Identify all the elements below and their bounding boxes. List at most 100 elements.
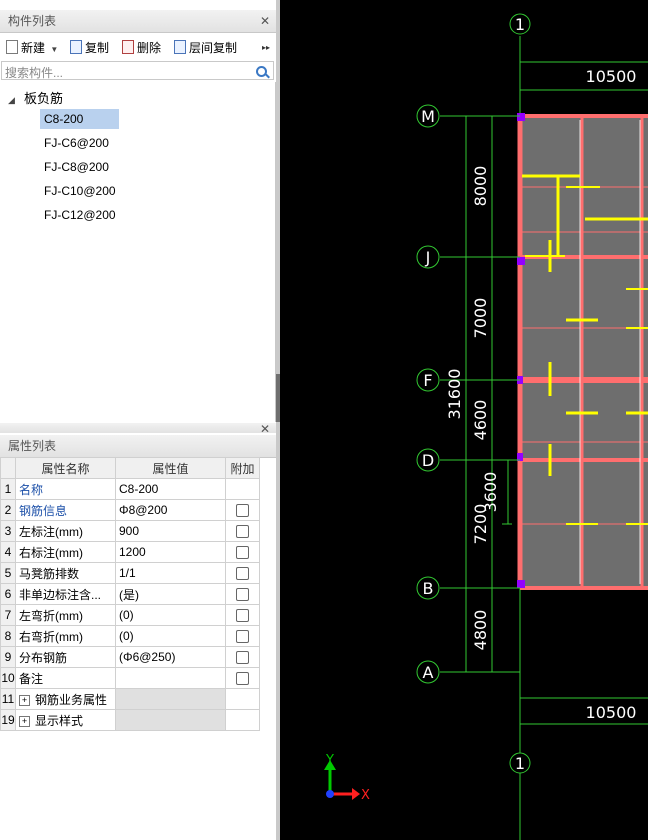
dimension-label: 3600 — [481, 472, 500, 513]
axis-label: 1 — [515, 15, 525, 34]
column-marker[interactable] — [517, 257, 525, 265]
axis-bubble[interactable] — [416, 576, 440, 600]
property-value[interactable]: Φ8@200 — [115, 499, 226, 521]
table-row[interactable]: 3 左标注(mm) 900 — [0, 520, 260, 542]
property-value[interactable]: (是) — [115, 583, 226, 605]
expand-plus-icon[interactable]: + — [19, 694, 30, 706]
extra-checkbox[interactable] — [236, 504, 249, 518]
table-row[interactable]: 6 非单边标注含... (是) — [0, 583, 260, 605]
splitter-grip[interactable] — [276, 374, 280, 422]
table-row[interactable]: 11 +钢筋业务属性 — [0, 688, 260, 710]
extra-checkbox[interactable] — [236, 651, 249, 665]
table-row[interactable]: 9 分布钢筋 (Φ6@250) — [0, 646, 260, 668]
ucs-y-label: Y — [325, 753, 334, 768]
floor-copy-icon — [174, 40, 186, 54]
table-row[interactable]: 4 右标注(mm) 1200 — [0, 541, 260, 563]
table-row[interactable]: 10 备注 — [0, 667, 260, 689]
column-marker[interactable] — [517, 580, 525, 588]
rebar-marks — [522, 174, 648, 525]
extra-checkbox[interactable] — [236, 525, 249, 539]
extra-checkbox[interactable] — [236, 588, 249, 602]
column-header: 属性名称 — [15, 457, 116, 479]
grid-header-row: 属性名称 属性值 附加 — [0, 457, 260, 479]
tree-item[interactable]: FJ-C8@200 — [44, 160, 109, 174]
axis-label: A — [423, 663, 434, 682]
column-marker[interactable] — [517, 453, 523, 461]
property-value[interactable]: (0) — [115, 604, 226, 626]
axis-bubble[interactable] — [416, 368, 440, 392]
axis-label: B — [423, 579, 434, 598]
dimension-label: 31600 — [445, 369, 464, 420]
ucs-y-arrow — [324, 760, 336, 770]
new-label: 新建 — [21, 41, 46, 55]
extra-cell — [225, 478, 260, 500]
extra-checkbox[interactable] — [236, 567, 249, 581]
property-value[interactable]: (Φ6@250) — [115, 646, 226, 668]
axis-bubble[interactable] — [416, 104, 440, 128]
property-list-title: 属性列表 — [8, 439, 57, 453]
axis-bubble[interactable] — [509, 752, 531, 774]
extra-checkbox[interactable] — [236, 546, 249, 560]
property-value[interactable]: C8-200 — [115, 478, 226, 500]
tree-item-selected[interactable]: C8-200 — [40, 109, 119, 129]
extra-cell — [225, 583, 260, 605]
row-number: 7 — [0, 604, 16, 626]
toolbar-overflow-icon[interactable]: ▸▸ — [262, 43, 271, 52]
property-value[interactable]: (0) — [115, 625, 226, 647]
floor-copy-label: 层间复制 — [189, 41, 238, 55]
property-value — [115, 688, 226, 710]
search-placeholder: 搜索构件... — [5, 66, 64, 80]
row-number: 3 — [0, 520, 16, 542]
axis-bubble[interactable] — [416, 448, 440, 472]
axis-bubble[interactable] — [416, 245, 440, 269]
column-marker[interactable] — [517, 113, 525, 121]
dimension-label: 10500 — [586, 703, 637, 722]
tree-item[interactable]: FJ-C12@200 — [44, 208, 116, 222]
extra-checkbox[interactable] — [236, 630, 249, 644]
table-row[interactable]: 19 +显示样式 — [0, 709, 260, 731]
close-icon[interactable]: ✕ — [259, 14, 270, 28]
property-value[interactable]: 1200 — [115, 541, 226, 563]
delete-button[interactable]: 删除 — [122, 40, 161, 56]
table-row[interactable]: 8 右弯折(mm) (0) — [0, 625, 260, 647]
left-panel: 构件列表 ✕ 新建 ▼ 复制 删除 层间复制 ▸▸ 搜索构件... ◢板负筋 C… — [0, 0, 276, 840]
row-number: 1 — [0, 478, 16, 500]
column-header: 附加 — [225, 457, 260, 479]
table-row[interactable]: 2 钢筋信息 Φ8@200 — [0, 499, 260, 521]
property-value[interactable] — [115, 667, 226, 689]
panel-splitter[interactable] — [276, 0, 280, 840]
dropdown-arrow-icon[interactable]: ▼ — [50, 45, 59, 54]
column-header: 属性值 — [115, 457, 226, 479]
search-icon[interactable] — [256, 66, 267, 77]
extra-checkbox[interactable] — [236, 672, 249, 686]
axis-bubble[interactable] — [416, 660, 440, 684]
property-value[interactable]: 1/1 — [115, 562, 226, 584]
extra-cell — [225, 520, 260, 542]
extra-checkbox[interactable] — [236, 609, 249, 623]
tree-root[interactable]: ◢板负筋 — [8, 88, 63, 107]
property-value[interactable]: 900 — [115, 520, 226, 542]
search-input[interactable]: 搜索构件... — [1, 61, 274, 80]
property-group[interactable]: +钢筋业务属性 — [15, 688, 116, 710]
slab-area — [520, 116, 648, 588]
row-number: 4 — [0, 541, 16, 563]
floor-copy-button[interactable]: 层间复制 — [174, 40, 237, 56]
collapse-triangle-icon[interactable]: ◢ — [8, 95, 15, 105]
property-name: 左标注(mm) — [15, 520, 116, 542]
expand-plus-icon[interactable]: + — [19, 715, 30, 727]
property-group[interactable]: +显示样式 — [15, 709, 116, 731]
new-button[interactable]: 新建 ▼ — [6, 40, 58, 56]
close-icon[interactable]: ✕ — [259, 422, 270, 436]
ucs-icon: Y X — [324, 753, 370, 803]
tree-item[interactable]: FJ-C10@200 — [44, 184, 116, 198]
axis-bubble[interactable] — [509, 13, 531, 35]
table-row[interactable]: 1 名称 C8-200 — [0, 478, 260, 500]
row-number: 9 — [0, 646, 16, 668]
copy-icon — [70, 40, 82, 54]
tree-item[interactable]: FJ-C6@200 — [44, 136, 109, 150]
table-row[interactable]: 5 马凳筋排数 1/1 — [0, 562, 260, 584]
drawing-canvas[interactable]: 1 1 M J F D B A 10500 10500 8000 7000 46… — [280, 0, 648, 840]
copy-button[interactable]: 复制 — [70, 40, 109, 56]
table-row[interactable]: 7 左弯折(mm) (0) — [0, 604, 260, 626]
row-number: 8 — [0, 625, 16, 647]
